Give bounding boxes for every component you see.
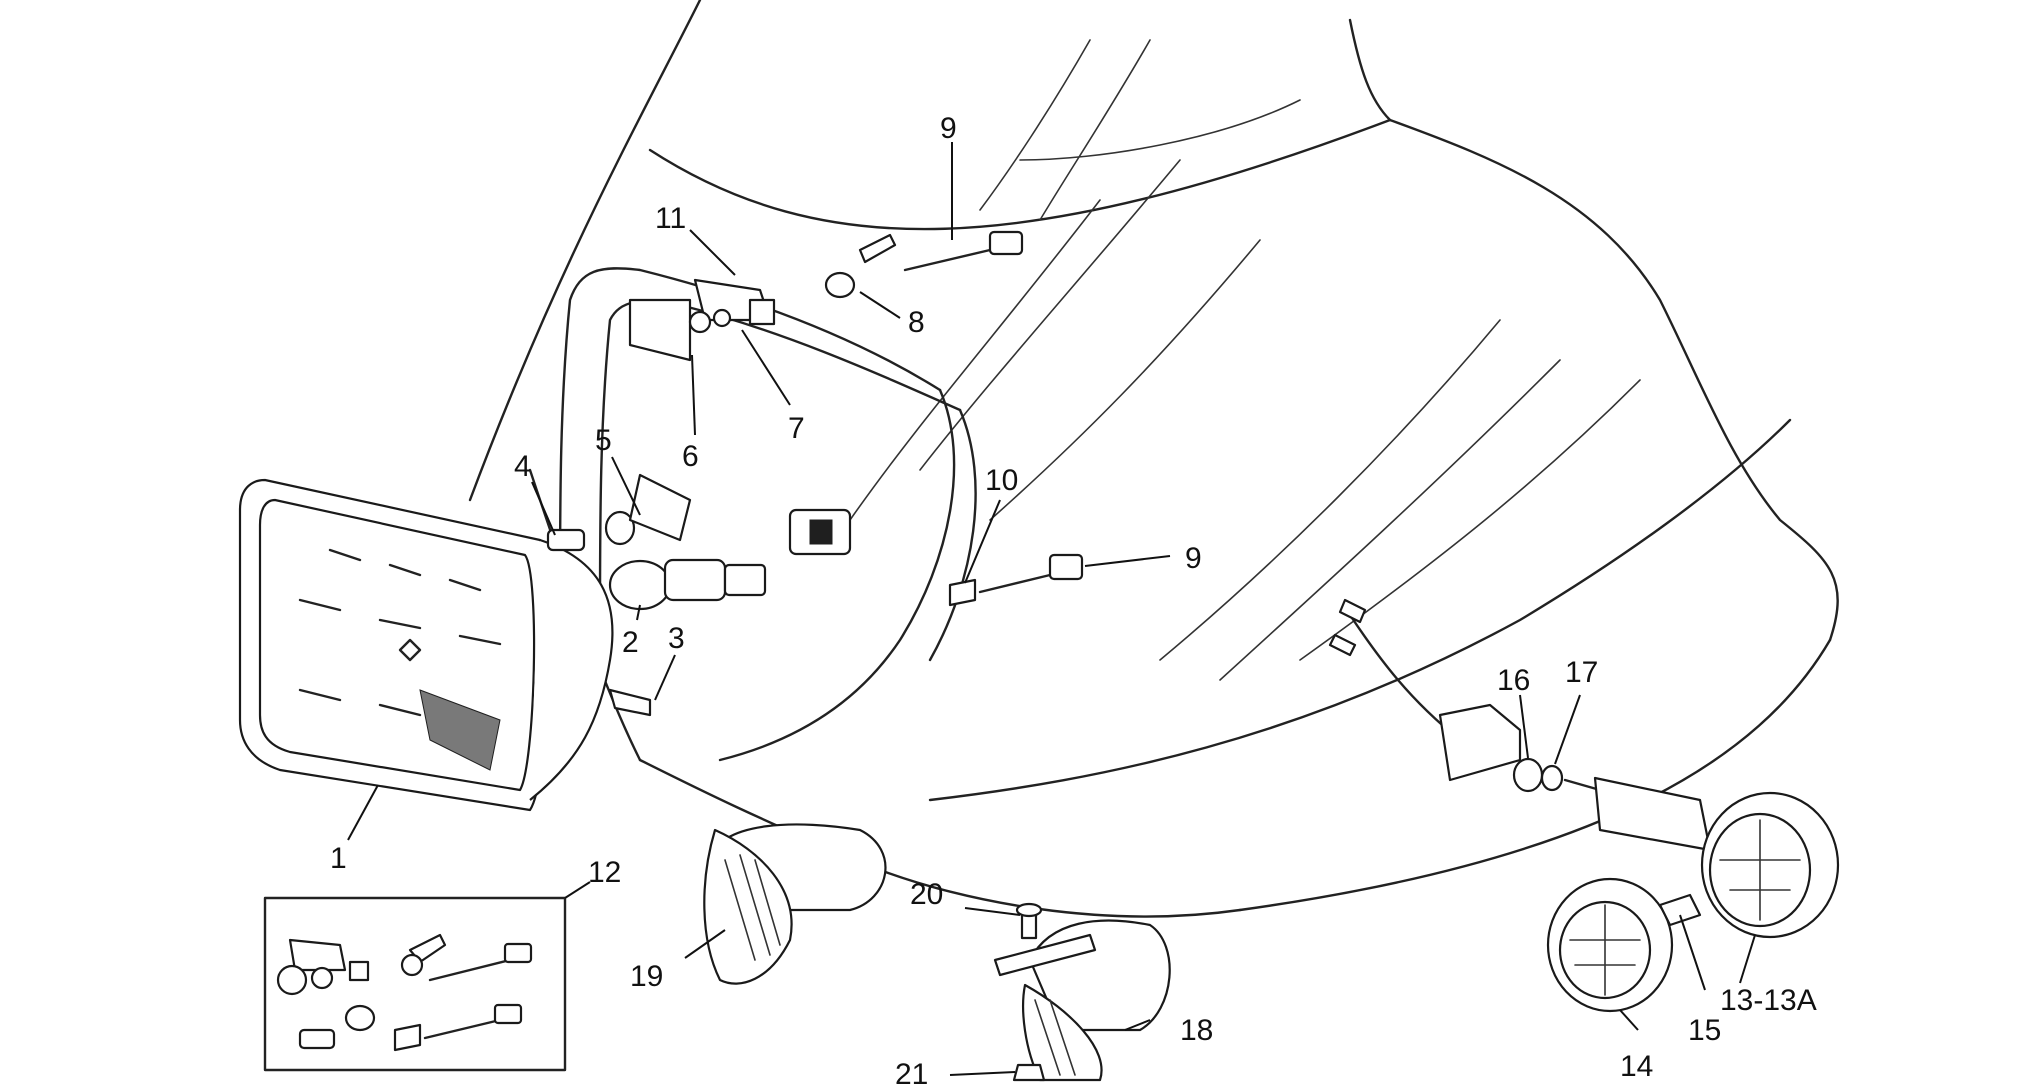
label-part-9-lower: 9	[1185, 542, 1202, 575]
bulb-h4	[608, 558, 767, 611]
label-part-21: 21	[895, 1058, 928, 1086]
adjuster-screw-lower	[948, 553, 1084, 607]
headlamp-assembly	[238, 478, 614, 812]
label-part-15: 15	[1688, 1014, 1721, 1047]
leader-lines	[347, 142, 1756, 1076]
label-part-7: 7	[788, 412, 805, 445]
horn-left	[703, 823, 887, 985]
label-part-9-upper: 9	[940, 112, 957, 145]
label-part-6: 6	[682, 440, 699, 473]
adjuster-bracket	[628, 278, 776, 362]
headlight-frame	[558, 267, 977, 762]
adjuster-screw-upper	[824, 230, 1024, 299]
label-part-18: 18	[1180, 1014, 1213, 1047]
label-part-10: 10	[985, 464, 1018, 497]
label-part-3: 3	[668, 622, 685, 655]
label-part-17: 17	[1565, 656, 1598, 689]
label-part-19: 19	[630, 960, 663, 993]
label-part-14: 14	[1620, 1050, 1653, 1083]
fairing-body	[468, 0, 1839, 918]
label-part-20: 20	[910, 878, 943, 911]
label-part-2: 2	[622, 626, 639, 659]
bulb-connector	[788, 508, 852, 556]
part-labels: 9 11 8 7 6 5 4 10 9 2 3 1 12 19 20 18 21…	[330, 112, 1817, 1086]
label-part-8: 8	[908, 306, 925, 339]
clip-3	[608, 688, 652, 717]
adjuster-kit-box	[263, 896, 567, 1072]
label-part-5: 5	[595, 424, 612, 457]
label-part-16: 16	[1497, 664, 1530, 697]
label-part-11: 11	[655, 202, 686, 235]
label-part-1: 1	[330, 842, 347, 875]
horn-right	[993, 902, 1171, 1082]
position-lamp	[546, 473, 692, 552]
indicator-assembly	[1328, 598, 1840, 1013]
label-part-4: 4	[514, 450, 531, 483]
label-part-13-13a: 13-13A	[1720, 984, 1817, 1017]
label-part-12: 12	[588, 856, 621, 889]
